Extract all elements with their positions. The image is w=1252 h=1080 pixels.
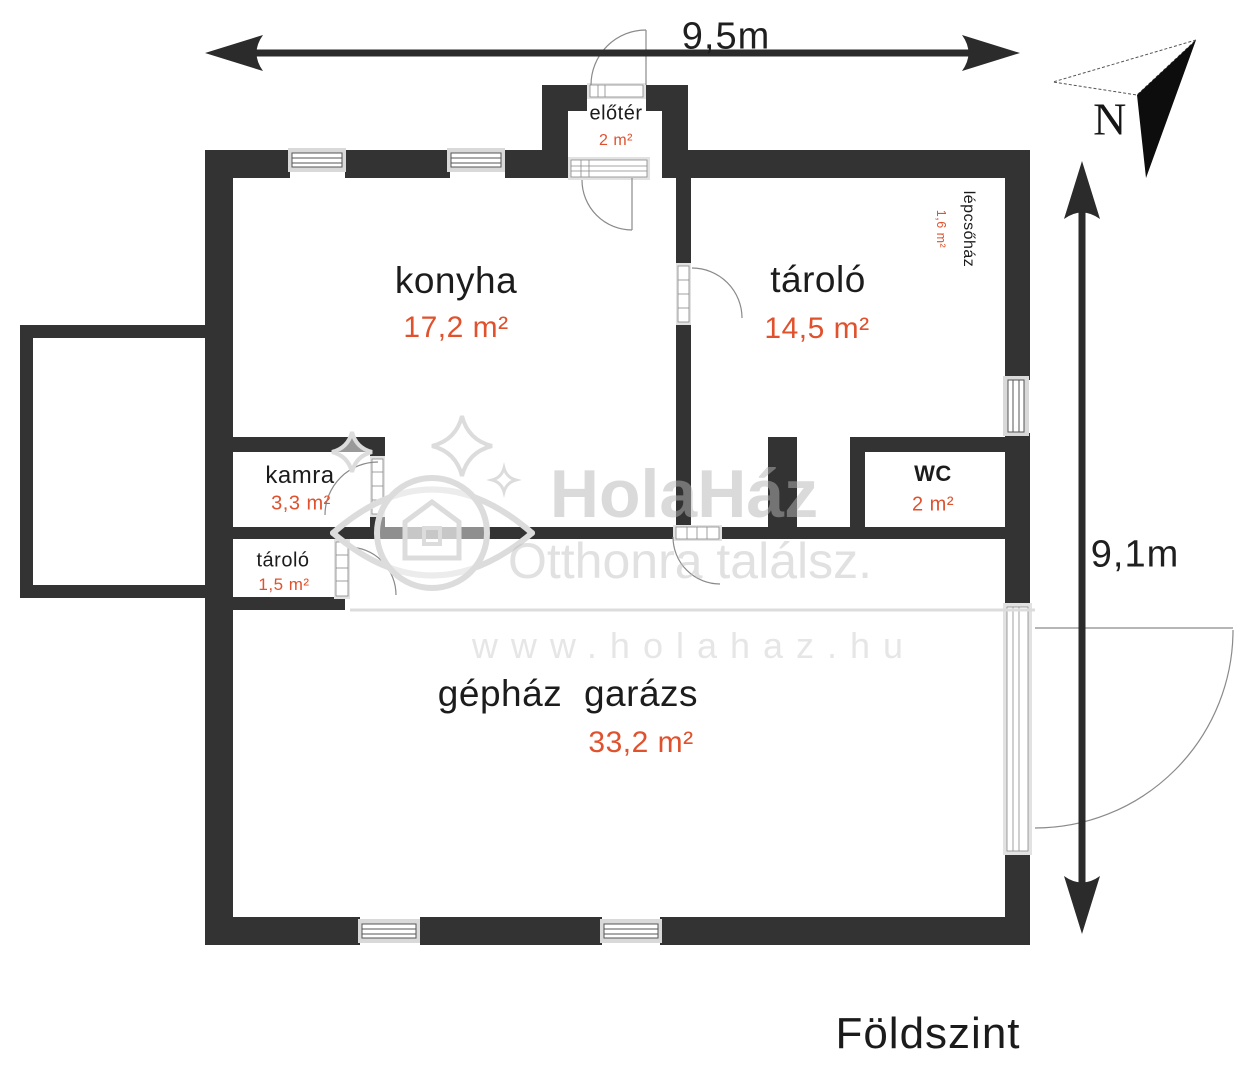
window (288, 148, 346, 172)
room-label-wc: WC (914, 461, 952, 486)
room-area-kamra: 3,3 m² (271, 492, 331, 515)
room-area-lepcsohaz: 1,6 m² (934, 209, 948, 249)
wall-segment (768, 437, 797, 539)
room-area-tarolo-also: 1,5 m² (258, 575, 310, 594)
wall-segment (205, 917, 360, 945)
room-area-eloter: 2 m² (599, 132, 633, 149)
room-area-wc: 2 m² (912, 493, 954, 516)
width-dimension-label: 9,5m (681, 15, 771, 58)
wall-segment (688, 150, 1030, 178)
room-label-eloter: előtér (589, 102, 643, 125)
room-label-gephaz: gépház (437, 673, 563, 714)
height-dimension-label: 9,1m (1090, 533, 1180, 576)
wall-segment (676, 178, 691, 265)
door (1003, 603, 1032, 855)
wall-segment (505, 150, 542, 178)
wall-segment (420, 917, 602, 945)
wall-segment (863, 437, 1005, 452)
watermark-brand: HolaHáz (549, 456, 819, 532)
wall-segment (370, 437, 385, 458)
wall-segment (676, 325, 691, 527)
room-label-garazs: garázs (583, 673, 699, 714)
room-area-gephaz-garazs: 33,2 m² (588, 726, 694, 759)
watermark-tagline: Otthonra találsz. (507, 533, 873, 589)
window (1003, 376, 1029, 436)
wall-segment (542, 85, 587, 111)
wall-segment (850, 437, 865, 527)
door (676, 263, 691, 325)
width-dimension-arrow (205, 35, 1020, 71)
compass-north-label: N (1093, 93, 1127, 145)
wall-segment (205, 150, 233, 945)
wall-segment (20, 325, 207, 338)
height-dimension-arrow (1064, 161, 1100, 934)
room-label-kamra: kamra (265, 462, 335, 489)
door (673, 525, 722, 541)
room-label-lepcsohaz: lépcsőház (960, 190, 977, 268)
wall-segment (660, 917, 1030, 945)
room-label-tarolo-felso: tároló (770, 259, 866, 300)
window (600, 919, 662, 943)
room-label-konyha: konyha (394, 260, 518, 301)
room-area-tarolo-felso: 14,5 m² (764, 312, 870, 345)
wall-segment (1005, 150, 1030, 380)
floor-title: Földszint (835, 1009, 1021, 1058)
window (358, 919, 420, 943)
door (334, 539, 350, 599)
door (587, 83, 646, 99)
wall-segment (345, 150, 450, 178)
wall-segment (646, 85, 688, 111)
wall-segment (20, 585, 207, 598)
door (568, 157, 650, 180)
wall-segment (233, 597, 345, 610)
wall-segment (1005, 433, 1030, 605)
window (447, 148, 505, 172)
room-area-konyha: 17,2 m² (403, 311, 509, 344)
room-label-tarolo-also: tároló (256, 549, 310, 572)
watermark-website: www.holahaz.hu (471, 625, 917, 666)
north-arrow-icon (1052, 39, 1197, 178)
watermark-logo-icon (330, 415, 535, 591)
wall-segment (20, 325, 33, 598)
